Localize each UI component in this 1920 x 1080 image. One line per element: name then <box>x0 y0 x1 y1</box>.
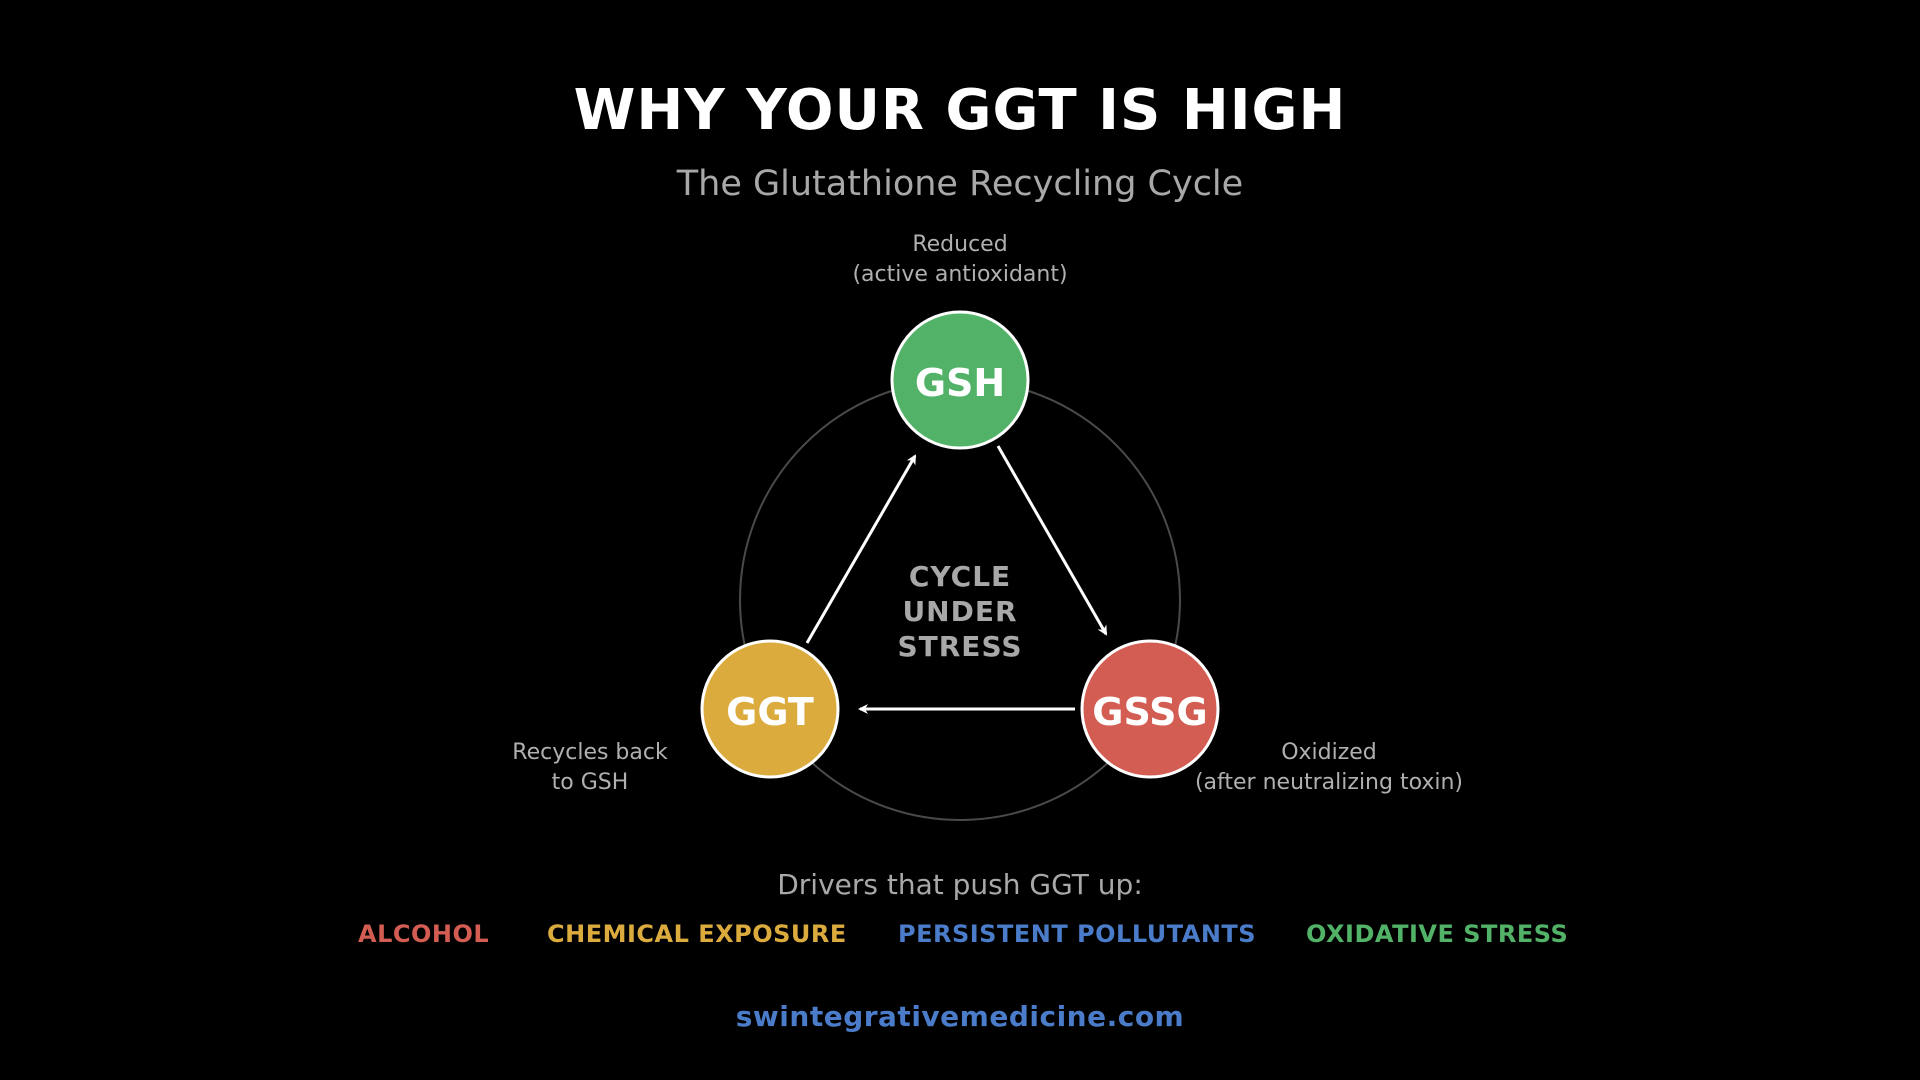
ggt-label: GGT <box>726 690 814 734</box>
gssg-annotation-line-1: Oxidized <box>1281 740 1377 765</box>
drivers-heading: Drivers that push GGT up: <box>777 868 1143 901</box>
center-text-line-2: UNDER <box>902 595 1017 628</box>
drivers-list: ALCOHOL CHEMICAL EXPOSURE PERSISTENT POL… <box>0 920 1920 954</box>
node-gsh: GSH <box>890 310 1030 450</box>
gsh-annotation-line-1: Reduced <box>912 232 1007 257</box>
gsh-label: GSH <box>915 361 1005 405</box>
gssg-annotation-line-2: (after neutralizing toxin) <box>1195 770 1463 795</box>
gsh-circle <box>890 310 1030 450</box>
center-text-line-3: STRESS <box>897 630 1022 663</box>
driver-persistent-pollutants: PERSISTENT POLLUTANTS <box>898 920 1257 948</box>
driver-alcohol: ALCOHOL <box>358 920 490 948</box>
arrow-gsh-to-gssg <box>996 445 1108 636</box>
arrow-ggt-to-gsh <box>805 454 917 644</box>
gssg-circle <box>1080 639 1220 779</box>
footer-website-link[interactable]: swintegrativemedicine.com <box>735 1000 1185 1033</box>
driver-chemical-exposure: CHEMICAL EXPOSURE <box>547 920 847 948</box>
gsh-annotation-line-2: (active antioxidant) <box>852 262 1067 287</box>
page-title: WHY YOUR GGT IS HIGH <box>573 78 1347 143</box>
node-gssg: GSSG <box>1080 639 1220 779</box>
ggt-annotation-line-2: to GSH <box>552 770 629 795</box>
ggt-circle <box>700 639 840 779</box>
page-subtitle: The Glutathione Recycling Cycle <box>676 164 1244 204</box>
center-text-line-1: CYCLE <box>909 560 1011 593</box>
gssg-label: GSSG <box>1092 690 1207 734</box>
node-ggt: GGT <box>700 639 840 779</box>
driver-oxidative-stress: OXIDATIVE STRESS <box>1306 920 1569 948</box>
ggt-annotation-line-1: Recycles back <box>512 740 668 765</box>
